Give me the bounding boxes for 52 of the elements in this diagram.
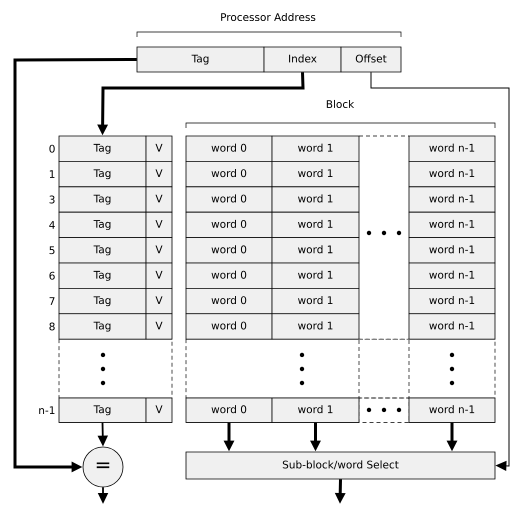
word-cell: word 1	[272, 398, 360, 423]
heading: Block	[326, 100, 354, 108]
valid-bit-cell: V	[146, 288, 172, 314]
address-field: Tag	[136, 46, 264, 72]
row-number: 5	[50, 246, 54, 254]
valid-bit-cell: V	[146, 160, 172, 188]
address-field: Index	[264, 46, 342, 72]
word-cell: word n-1	[408, 262, 496, 289]
arrow	[370, 72, 510, 472]
valid-bit-cell: V	[146, 186, 172, 213]
word-cell: word 1	[272, 160, 360, 188]
word-cell: word 0	[186, 398, 272, 423]
row-number: 0	[49, 144, 55, 153]
word-cell: word 1	[272, 136, 360, 162]
row-number: 3	[50, 196, 55, 204]
word-cell: word 1	[272, 212, 360, 238]
word-cell: word 1	[272, 262, 360, 289]
row-number: 1	[50, 170, 54, 178]
row-number: 8	[49, 322, 55, 330]
valid-bit-cell: V	[146, 237, 172, 264]
word-cell: word 0	[186, 160, 272, 188]
word-cell: word 0	[186, 237, 272, 264]
word-cell: word 0	[186, 288, 272, 314]
row-number: 6	[49, 272, 55, 280]
word-cell: word n-1	[408, 288, 496, 314]
word-cell: word 1	[272, 237, 360, 264]
word-cell: word 0	[186, 313, 272, 340]
address-field: Offset	[340, 46, 402, 72]
heading: Processor Address	[221, 12, 316, 22]
valid-bit-cell: V	[146, 262, 172, 289]
row-number: 4	[49, 221, 55, 229]
word-cell: word n-1	[408, 212, 496, 238]
word-cell: word 1	[272, 186, 360, 213]
valid-bit-cell: V	[146, 313, 172, 340]
word-cell: word 1	[272, 313, 360, 340]
valid-bit-cell: V	[146, 398, 172, 423]
word-cell: word n-1	[408, 313, 496, 340]
word-cell: word 0	[186, 186, 272, 213]
word-cell: word n-1	[408, 136, 496, 162]
word-cell: word 0	[186, 136, 272, 162]
word-cell: word 1	[272, 288, 360, 314]
word-cell: word n-1	[408, 237, 496, 264]
word-cell: word 0	[186, 262, 272, 289]
row-number: n-1	[39, 406, 54, 414]
word-cell: word 0	[186, 212, 272, 238]
word-cell: word n-1	[408, 186, 496, 213]
valid-bit-cell: V	[146, 136, 172, 162]
row-number: 7	[50, 297, 54, 305]
word-cell: word n-1	[408, 398, 496, 423]
word-cell: word n-1	[408, 160, 496, 188]
valid-bit-cell: V	[146, 212, 172, 238]
select-box: Sub-block/word Select	[186, 452, 496, 480]
